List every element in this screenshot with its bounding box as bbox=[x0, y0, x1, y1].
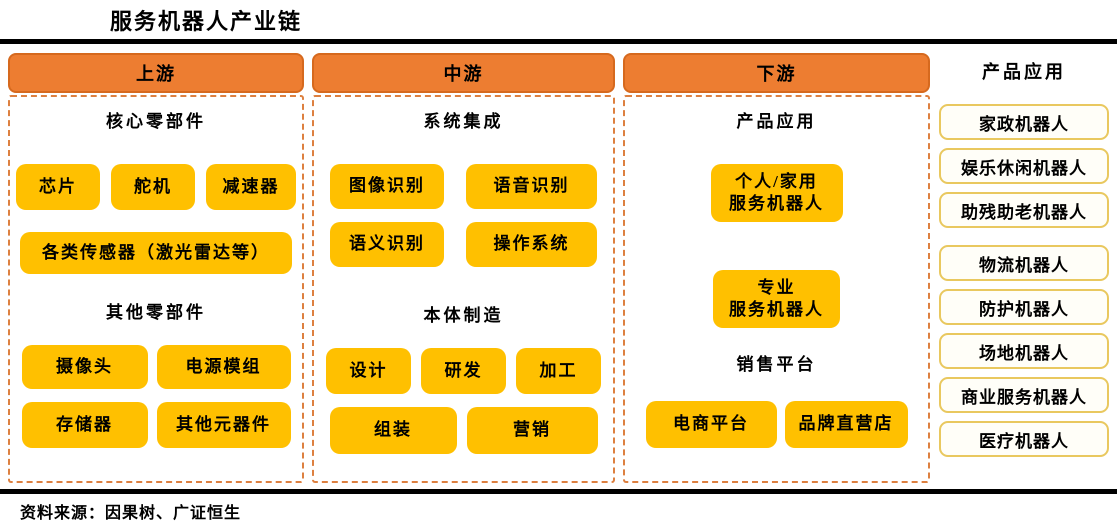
chain-item-box: 个人/家用服务机器人 bbox=[710, 164, 843, 222]
box-row: 电商平台品牌直营店 bbox=[645, 401, 908, 448]
chain-item-box: 设计 bbox=[326, 348, 411, 394]
box-row: 个人/家用服务机器人 bbox=[710, 164, 843, 222]
column-midstream-body: 系统集成图像识别语音识别语义识别操作系统本体制造设计研发加工组装营销 bbox=[312, 95, 615, 483]
product-applications-title: 产品应用 bbox=[982, 62, 1066, 82]
column-upstream-header: 上游 bbox=[8, 53, 304, 93]
chain-item-box: 摄像头 bbox=[21, 345, 148, 389]
box-row: 存储器其他元器件 bbox=[21, 402, 291, 448]
product-applications-list: 家政机器人娱乐休闲机器人助残助老机器人物流机器人防护机器人场地机器人商业服务机器… bbox=[938, 104, 1110, 457]
column-upstream: 上游 核心零部件芯片舵机减速器各类传感器（激光雷达等）其他零部件摄像头电源模组存… bbox=[8, 53, 304, 483]
application-box: 商业服务机器人 bbox=[939, 377, 1109, 413]
chain-item-box: 品牌直营店 bbox=[784, 401, 908, 448]
column-downstream-header: 下游 bbox=[623, 53, 930, 93]
section-label: 本体制造 bbox=[423, 306, 504, 325]
chain-section: 销售平台电商平台品牌直营店 bbox=[625, 354, 928, 448]
section-label: 核心零部件 bbox=[106, 112, 206, 131]
chain-item-box: 舵机 bbox=[111, 164, 195, 210]
chain-section: 核心零部件芯片舵机减速器各类传感器（激光雷达等） bbox=[10, 111, 302, 274]
page-title: 服务机器人产业链 bbox=[110, 9, 303, 34]
application-box: 场地机器人 bbox=[939, 333, 1109, 369]
chain-item-box: 专业服务机器人 bbox=[713, 270, 840, 328]
chain-item-box: 电源模组 bbox=[156, 345, 291, 389]
chain-item-box: 语音识别 bbox=[466, 164, 597, 209]
chain-item-box: 图像识别 bbox=[330, 164, 444, 209]
column-downstream-body: 产品应用个人/家用服务机器人专业服务机器人销售平台电商平台品牌直营店 bbox=[623, 95, 930, 483]
box-row: 设计研发加工 bbox=[326, 348, 601, 394]
chain-item-box: 语义识别 bbox=[330, 222, 444, 267]
chain-item-box: 存储器 bbox=[21, 402, 148, 448]
column-midstream-header: 中游 bbox=[312, 53, 615, 93]
chain-item-box: 芯片 bbox=[16, 164, 100, 210]
box-row: 各类传感器（激光雷达等） bbox=[20, 232, 292, 274]
footer-divider-line bbox=[0, 489, 1117, 494]
chain-section: 本体制造设计研发加工组装营销 bbox=[314, 305, 613, 454]
chain-item-box: 其他元器件 bbox=[156, 402, 291, 448]
column-product-applications: 产品应用 家政机器人娱乐休闲机器人助残助老机器人物流机器人防护机器人场地机器人商… bbox=[938, 53, 1110, 457]
column-upstream-body: 核心零部件芯片舵机减速器各类传感器（激光雷达等）其他零部件摄像头电源模组存储器其… bbox=[8, 95, 304, 483]
chain-item-box: 组装 bbox=[329, 407, 457, 454]
box-row: 语义识别操作系统 bbox=[330, 222, 597, 267]
box-row: 专业服务机器人 bbox=[713, 270, 840, 328]
chain-section: 系统集成图像识别语音识别语义识别操作系统 bbox=[314, 111, 613, 267]
application-box: 医疗机器人 bbox=[939, 421, 1109, 457]
application-group: 物流机器人防护机器人场地机器人商业服务机器人医疗机器人 bbox=[938, 245, 1110, 457]
chain-item-box: 各类传感器（激光雷达等） bbox=[20, 232, 292, 274]
chain-section: 其他零部件摄像头电源模组存储器其他元器件 bbox=[10, 302, 302, 448]
chain-section: 产品应用个人/家用服务机器人专业服务机器人 bbox=[625, 111, 928, 328]
section-label: 产品应用 bbox=[736, 112, 817, 131]
column-downstream: 下游 产品应用个人/家用服务机器人专业服务机器人销售平台电商平台品牌直营店 bbox=[623, 53, 930, 483]
section-label: 系统集成 bbox=[423, 112, 504, 131]
chain-item-box: 操作系统 bbox=[466, 222, 597, 267]
source-note: 资料来源：因果树、广证恒生 bbox=[20, 505, 242, 522]
title-divider-line bbox=[0, 39, 1117, 44]
box-row: 组装营销 bbox=[329, 407, 598, 454]
application-box: 物流机器人 bbox=[939, 245, 1109, 281]
box-row: 摄像头电源模组 bbox=[21, 345, 291, 389]
application-box: 防护机器人 bbox=[939, 289, 1109, 325]
chain-item-box: 减速器 bbox=[206, 164, 296, 210]
application-group: 家政机器人娱乐休闲机器人助残助老机器人 bbox=[938, 104, 1110, 228]
application-box: 娱乐休闲机器人 bbox=[939, 148, 1109, 184]
section-label: 销售平台 bbox=[736, 355, 817, 374]
section-label: 其他零部件 bbox=[106, 303, 206, 322]
chain-item-box: 加工 bbox=[516, 348, 601, 394]
box-row: 芯片舵机减速器 bbox=[16, 164, 296, 210]
chain-item-box: 营销 bbox=[466, 407, 598, 454]
chain-item-box: 研发 bbox=[421, 348, 506, 394]
chain-item-box: 电商平台 bbox=[645, 401, 777, 448]
application-box: 助残助老机器人 bbox=[939, 192, 1109, 228]
application-box: 家政机器人 bbox=[939, 104, 1109, 140]
box-row: 图像识别语音识别 bbox=[330, 164, 597, 209]
column-midstream: 中游 系统集成图像识别语音识别语义识别操作系统本体制造设计研发加工组装营销 bbox=[312, 53, 615, 483]
